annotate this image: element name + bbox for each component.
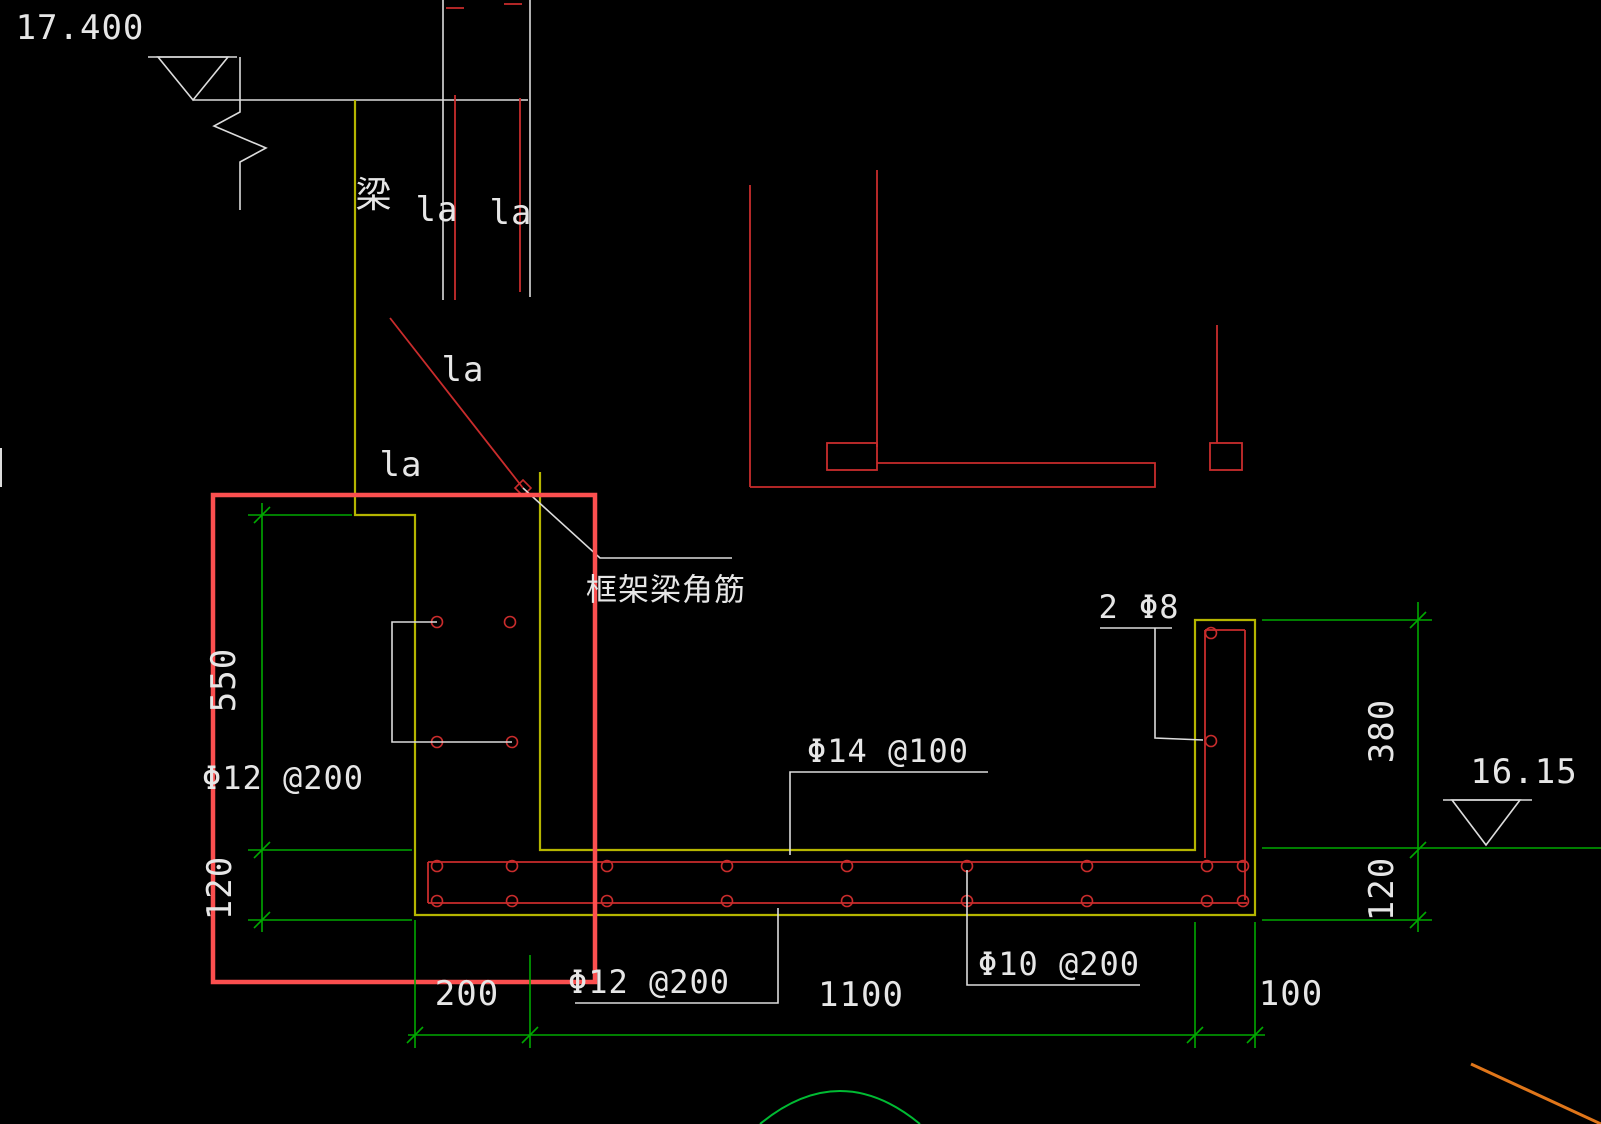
la-label-2: la xyxy=(489,193,533,233)
bottom-rebar-callout: Φ12 @200 xyxy=(567,963,731,1001)
concrete-section-outline xyxy=(353,100,1257,917)
dim-200: 200 xyxy=(434,974,500,1014)
section-break-arc xyxy=(759,1090,921,1124)
upper-column-rebar xyxy=(446,3,522,300)
elevation-top-label: 17.400 xyxy=(15,8,145,48)
dimension-bottom xyxy=(406,920,1265,1048)
dim-1100: 1100 xyxy=(818,975,904,1015)
elevation-marker-top xyxy=(148,56,528,210)
corner-rebar-note: 框架梁角筋 xyxy=(586,572,746,609)
top-right-red-detail xyxy=(749,170,1243,488)
selection-box[interactable] xyxy=(210,492,598,985)
wall-rebar-callout: Φ12 @200 xyxy=(201,759,365,797)
dimension-right xyxy=(1262,602,1601,932)
dim-380: 380 xyxy=(1362,698,1402,764)
dim-120-right: 120 xyxy=(1362,856,1402,922)
la-label-4: la xyxy=(379,445,423,485)
la-label-1: la xyxy=(415,190,459,230)
elevation-right-label: 16.15 xyxy=(1470,752,1578,792)
upturn-rebar-callout: 2 Φ8 xyxy=(1098,588,1180,626)
callout-leaders xyxy=(391,621,1204,1004)
elevation-marker-right xyxy=(1443,799,1532,847)
dim-100: 100 xyxy=(1258,974,1324,1014)
upper-column-lines xyxy=(442,0,531,300)
dim-120-left: 120 xyxy=(200,855,240,921)
dim-550: 550 xyxy=(204,647,244,713)
orange-line xyxy=(1470,1062,1601,1124)
slab-top-rebar-callout: Φ14 @100 xyxy=(806,732,970,770)
beam-label: 梁 xyxy=(355,175,393,216)
la-label-3: la xyxy=(441,350,485,390)
slab-bottom-rebar-callout: Φ10 @200 xyxy=(977,945,1141,983)
slab-rebar-lines xyxy=(427,629,1247,904)
dimension-left xyxy=(248,503,412,932)
